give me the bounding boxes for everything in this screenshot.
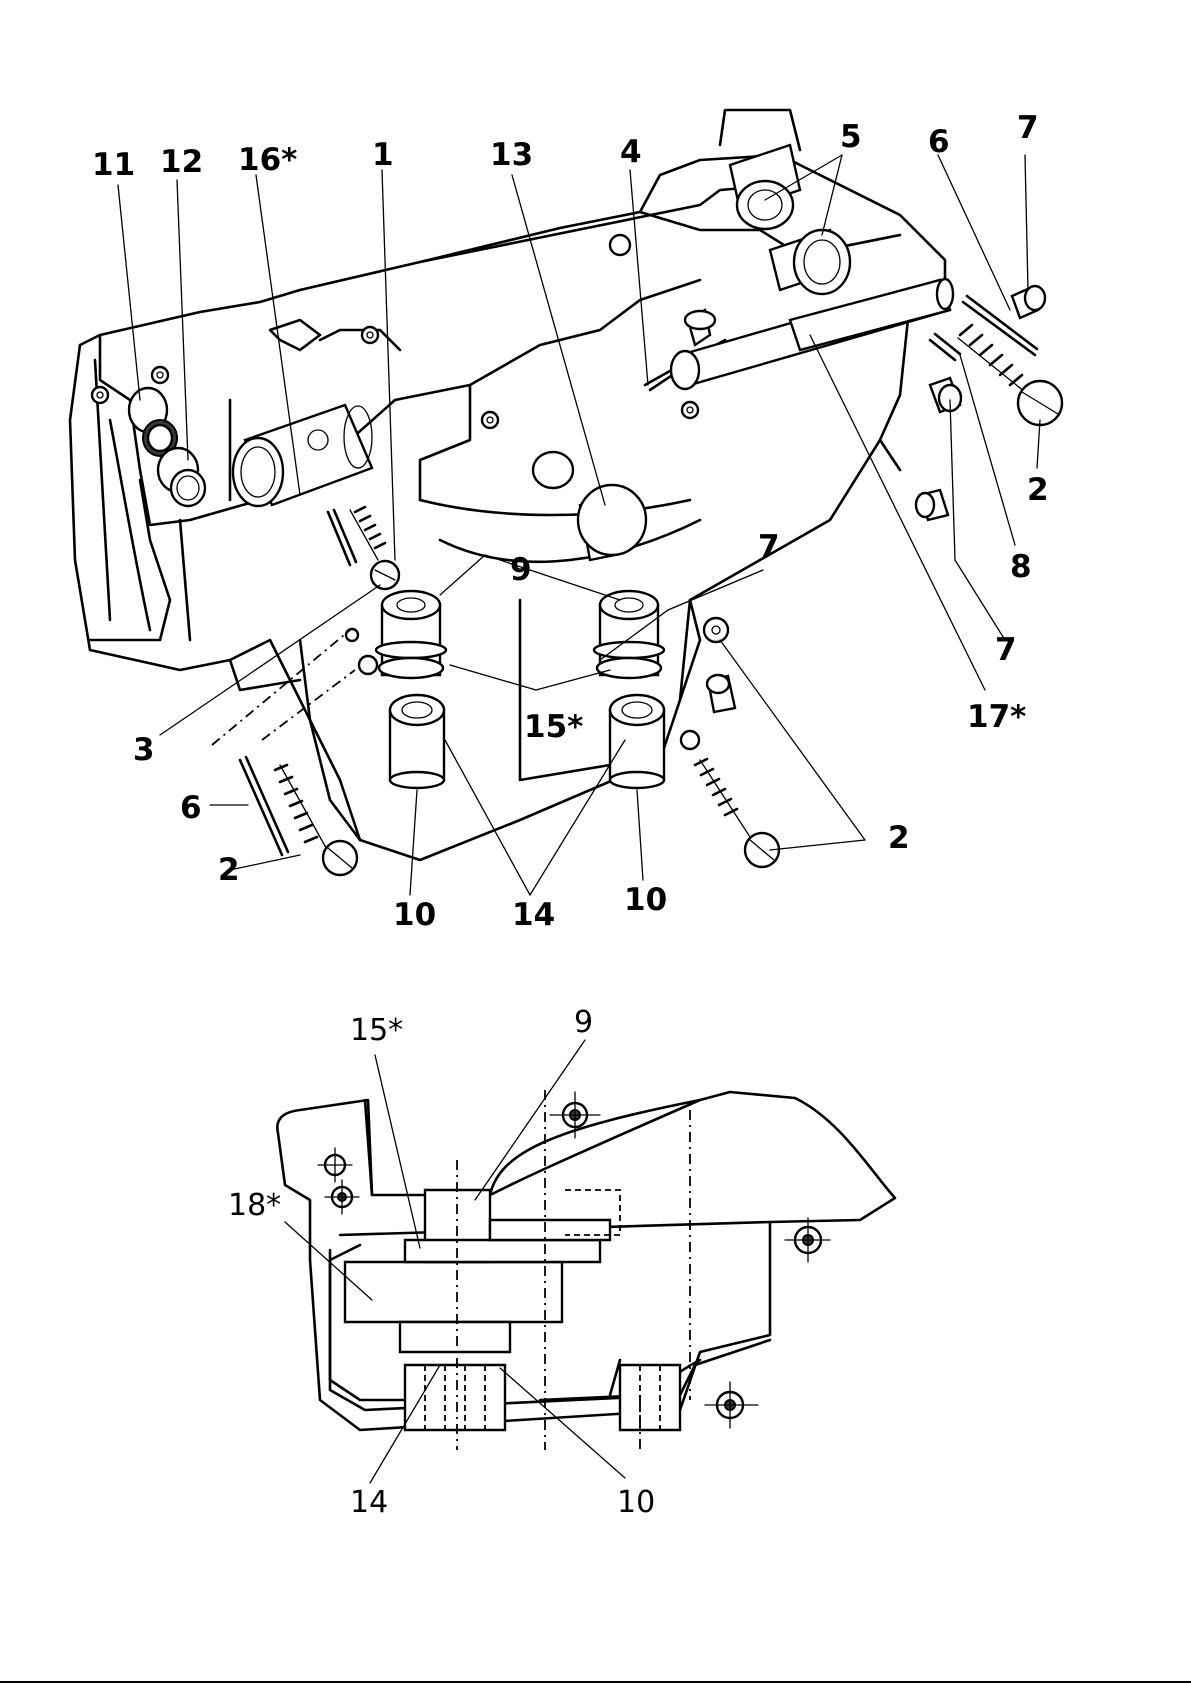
callout-15: 15* [524,709,583,745]
bolt-symbol-5 [705,1382,758,1428]
callout-9: 9 [510,552,532,588]
callout-2-right: 2 [1027,472,1049,508]
callout-8: 8 [1010,549,1032,585]
callout-16: 16* [238,142,297,178]
section-callout-14: 14 [350,1485,388,1520]
bolt-symbol-2 [318,1148,352,1182]
callout-11: 11 [92,147,135,183]
sleeve-16 [233,405,372,506]
pin-6-lower [240,760,282,855]
bolt-symbol-3 [325,1180,359,1214]
callout-6-top: 6 [928,124,950,160]
callout-14: 14 [512,897,555,933]
bushing-12 [158,448,205,506]
callout-2-lower-left: 2 [218,852,240,888]
callout-12: 12 [160,144,203,180]
bushing-9-left [376,591,446,678]
callout-10-left: 10 [393,897,436,933]
callout-7-top: 7 [1017,110,1039,146]
callout-7-center: 7 [758,529,780,565]
section-callout-15: 15* [350,1013,403,1048]
bushing-10-left [390,695,444,788]
section-view: 15* 9 18* 14 10 [228,1005,895,1520]
callout-3: 3 [133,732,155,768]
plug-13 [533,452,646,560]
bushing-9-right [594,591,664,678]
section-callout-18: 18* [228,1188,281,1223]
pin-8 [930,340,955,360]
callout-6-lower: 6 [180,790,202,826]
callout-1: 1 [372,137,394,173]
callout-7-right: 7 [995,632,1017,668]
callout-2-lower-right: 2 [888,820,910,856]
bolt-symbol-4 [785,1218,830,1262]
callout-5: 5 [840,119,862,155]
screw-2-lower-right [695,759,779,867]
callout-10-right: 10 [624,882,667,918]
callout-13: 13 [490,137,533,173]
bushing-10-right [610,695,664,788]
section-callout-10: 10 [617,1485,655,1520]
callout-17: 17* [967,699,1026,735]
screw-1 [350,507,399,589]
screw-2-right [958,325,1062,425]
section-callout-9: 9 [574,1005,593,1040]
callout-4: 4 [620,134,642,170]
bolt-symbol-1 [550,1092,600,1138]
shaft-assembly [645,110,953,390]
exploded-view: 11 12 16* 1 13 4 5 6 7 2 8 7 17* 9 7 3 1… [70,110,1062,933]
